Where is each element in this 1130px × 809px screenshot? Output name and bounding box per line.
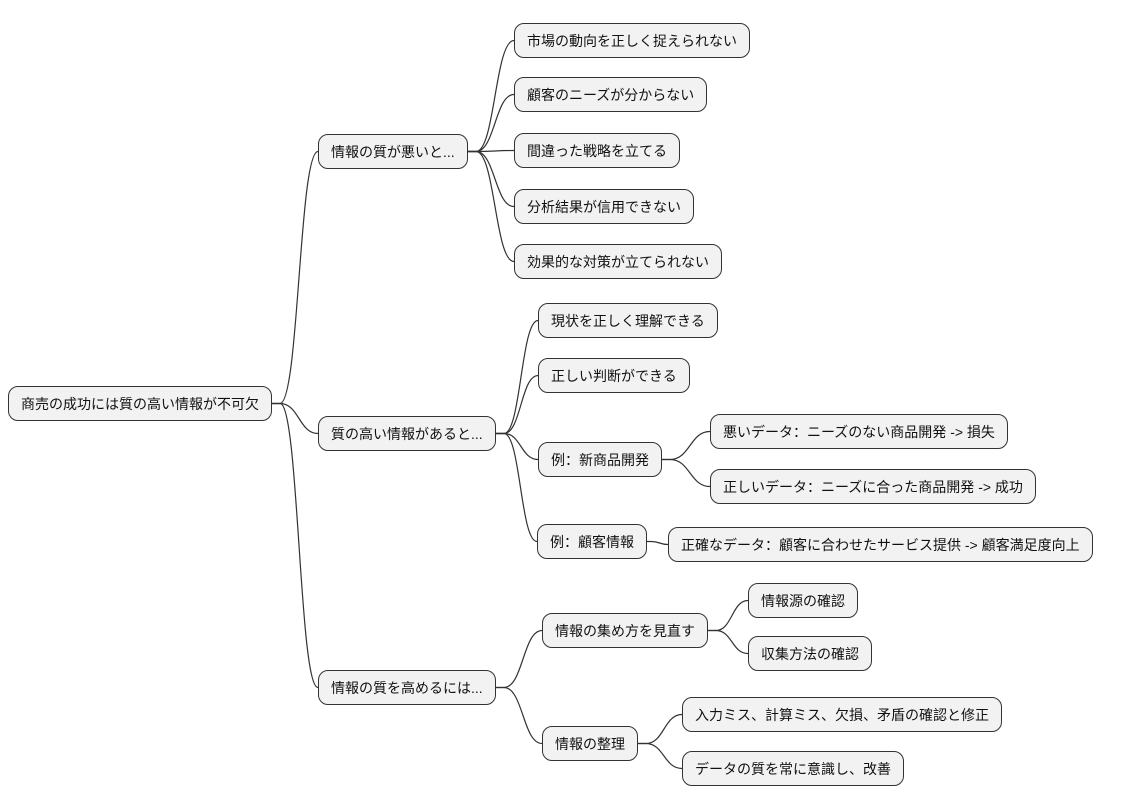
- mindmap-node-organize-info: 情報の整理: [542, 726, 638, 761]
- mindmap-node-check-sources: 情報源の確認: [748, 583, 858, 618]
- mindmap-node-market-trends: 市場の動向を正しく捉えられない: [514, 23, 750, 58]
- mindmap-node-always-improve: データの質を常に意識し、改善: [682, 751, 904, 786]
- mindmap-node-correct-judgement: 正しい判断ができる: [538, 358, 690, 393]
- mindmap-node-improve-quality: 情報の質を高めるには...: [318, 670, 496, 705]
- mindmap-node-customer-needs: 顧客のニーズが分からない: [514, 77, 708, 112]
- mindmap-node-understand-status: 現状を正しく理解できる: [538, 303, 718, 338]
- mindmap-node-example-customer-info: 例：顧客情報: [537, 524, 647, 559]
- mindmap-node-good-quality: 質の高い情報があると...: [318, 416, 496, 451]
- mindmap-node-root: 商売の成功には質の高い情報が不可欠: [8, 386, 272, 421]
- mindmap-node-unreliable-analysis: 分析結果が信用できない: [514, 189, 694, 224]
- mindmap-node-accurate-data-satisfaction: 正確なデータ：顧客に合わせたサービス提供 -> 顧客満足度向上: [668, 527, 1093, 562]
- mindmap-node-example-product-dev: 例：新商品開発: [538, 442, 662, 477]
- mindmap-node-bad-quality: 情報の質が悪いと...: [318, 134, 468, 169]
- mindmap-node-bad-data-loss: 悪いデータ：ニーズのない商品開発 -> 損失: [710, 414, 1008, 449]
- mindmap-node-no-countermeasures: 効果的な対策が立てられない: [514, 244, 722, 279]
- mindmap-node-fix-errors: 入力ミス、計算ミス、欠損、矛盾の確認と修正: [682, 697, 1002, 732]
- mindmap-node-wrong-strategy: 間違った戦略を立てる: [514, 133, 680, 168]
- mindmap-node-check-methods: 収集方法の確認: [748, 636, 872, 671]
- mindmap-node-right-data-success: 正しいデータ：ニーズに合った商品開発 -> 成功: [710, 469, 1036, 504]
- mindmap-node-review-collection: 情報の集め方を見直す: [542, 613, 708, 648]
